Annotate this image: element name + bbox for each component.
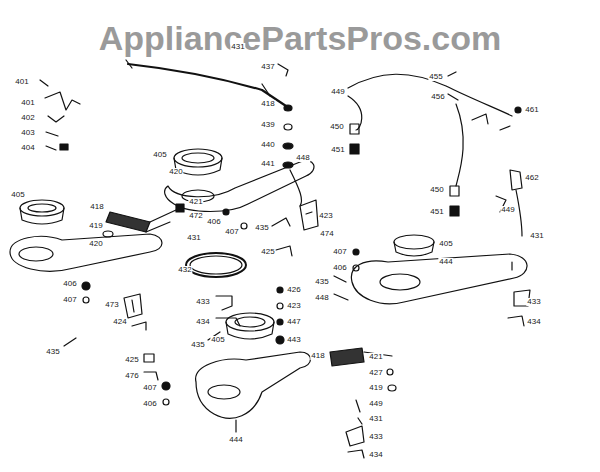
- callout-number: 441: [260, 160, 275, 168]
- callout-number: 447: [286, 318, 301, 326]
- callout-number: 437: [260, 63, 275, 71]
- callout-number: 448: [295, 154, 310, 162]
- callout-number: 406: [332, 264, 347, 272]
- callout-number: 431: [186, 234, 201, 242]
- callout-number: 405: [152, 151, 167, 159]
- callout-number: 421: [368, 353, 383, 361]
- callout-number: 451: [330, 146, 345, 154]
- callout-number: 433: [526, 298, 541, 306]
- callout-number: 407: [224, 228, 239, 236]
- callout-number: 472: [188, 212, 203, 220]
- callout-number: 405: [438, 240, 453, 248]
- callout-number: 444: [438, 258, 453, 266]
- callout-number: 440: [260, 141, 275, 149]
- callout-number: 455: [428, 73, 443, 81]
- callout-number: 423: [286, 302, 301, 310]
- callout-number: 461: [524, 106, 539, 114]
- callout-number: 419: [88, 222, 103, 230]
- callout-number: 435: [314, 278, 329, 286]
- callout-number: 450: [429, 186, 444, 194]
- callout-number: 418: [260, 100, 275, 108]
- callout-number: 431: [529, 232, 544, 240]
- callout-number: 406: [142, 400, 157, 408]
- callout-number: 474: [319, 230, 334, 238]
- callout-number: 427: [368, 369, 383, 377]
- callout-number: 406: [62, 280, 77, 288]
- callout-number: 401: [14, 78, 29, 86]
- callout-number: 405: [210, 336, 225, 344]
- callout-number: 431: [368, 415, 383, 423]
- callout-number: 423: [318, 212, 333, 220]
- callout-number: 433: [195, 298, 210, 306]
- callout-number: 424: [112, 318, 127, 326]
- callout-number: 404: [20, 144, 35, 152]
- callout-number: 425: [124, 356, 139, 364]
- callout-number: 419: [368, 384, 383, 392]
- callout-number: 402: [20, 114, 35, 122]
- callout-number: 420: [168, 168, 183, 176]
- callout-number: 421: [188, 198, 203, 206]
- callout-number: 434: [526, 318, 541, 326]
- callout-number: 407: [142, 384, 157, 392]
- callout-number: 450: [329, 123, 344, 131]
- callout-number: 420: [88, 240, 103, 248]
- callout-number: 473: [104, 301, 119, 309]
- callout-number: 449: [368, 400, 383, 408]
- callout-number: 425: [260, 248, 275, 256]
- callout-number: 434: [195, 318, 210, 326]
- callout-number: 439: [260, 121, 275, 129]
- callout-number: 449: [330, 88, 345, 96]
- callout-number: 407: [332, 248, 347, 256]
- callout-number: 431: [230, 43, 245, 51]
- callout-number: 476: [124, 372, 139, 380]
- callout-number: 401: [20, 99, 35, 107]
- callout-number: 434: [368, 451, 383, 459]
- callout-number: 418: [310, 352, 325, 360]
- callout-number: 426: [286, 286, 301, 294]
- callout-number: 406: [206, 218, 221, 226]
- callout-number: 448: [314, 294, 329, 302]
- callout-number: 435: [45, 348, 60, 356]
- callout-number: 443: [286, 336, 301, 344]
- callout-number: 435: [190, 341, 205, 349]
- callout-number: 451: [429, 208, 444, 216]
- callout-number: 462: [524, 174, 539, 182]
- callout-number: 432: [177, 266, 192, 274]
- watermark: AppliancePartsPros.com: [99, 21, 501, 55]
- callout-number: 405: [10, 191, 25, 199]
- callout-number: 456: [430, 93, 445, 101]
- callout-number: 403: [20, 129, 35, 137]
- callout-number: 435: [254, 224, 269, 232]
- callout-number: 418: [89, 203, 104, 211]
- callout-number: 449: [500, 206, 515, 214]
- callout-number: 407: [62, 296, 77, 304]
- callout-number: 433: [368, 433, 383, 441]
- callout-number: 444: [228, 436, 243, 444]
